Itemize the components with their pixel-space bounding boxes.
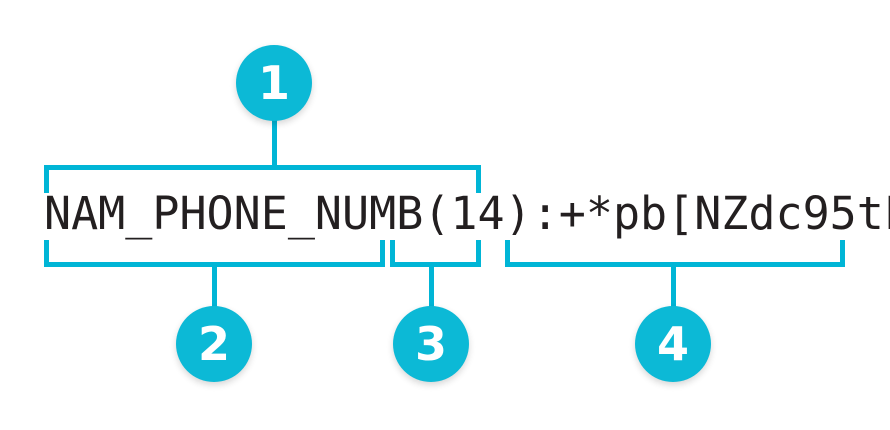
- badge-3[interactable]: 3: [393, 306, 469, 382]
- stem-badge-2: [212, 262, 217, 312]
- badge-1[interactable]: 1: [236, 45, 312, 121]
- stem-badge-1: [272, 118, 277, 168]
- badge-4[interactable]: 4: [635, 306, 711, 382]
- bracket-segment-3: [390, 240, 481, 267]
- annotated-code-string: NAM_PHONE_NUMB(14):+*pb[NZdc95tLB: [44, 187, 890, 240]
- stem-badge-4: [671, 262, 676, 312]
- bracket-segment-1: [44, 165, 481, 193]
- stem-badge-3: [429, 262, 434, 312]
- badge-2[interactable]: 2: [176, 306, 252, 382]
